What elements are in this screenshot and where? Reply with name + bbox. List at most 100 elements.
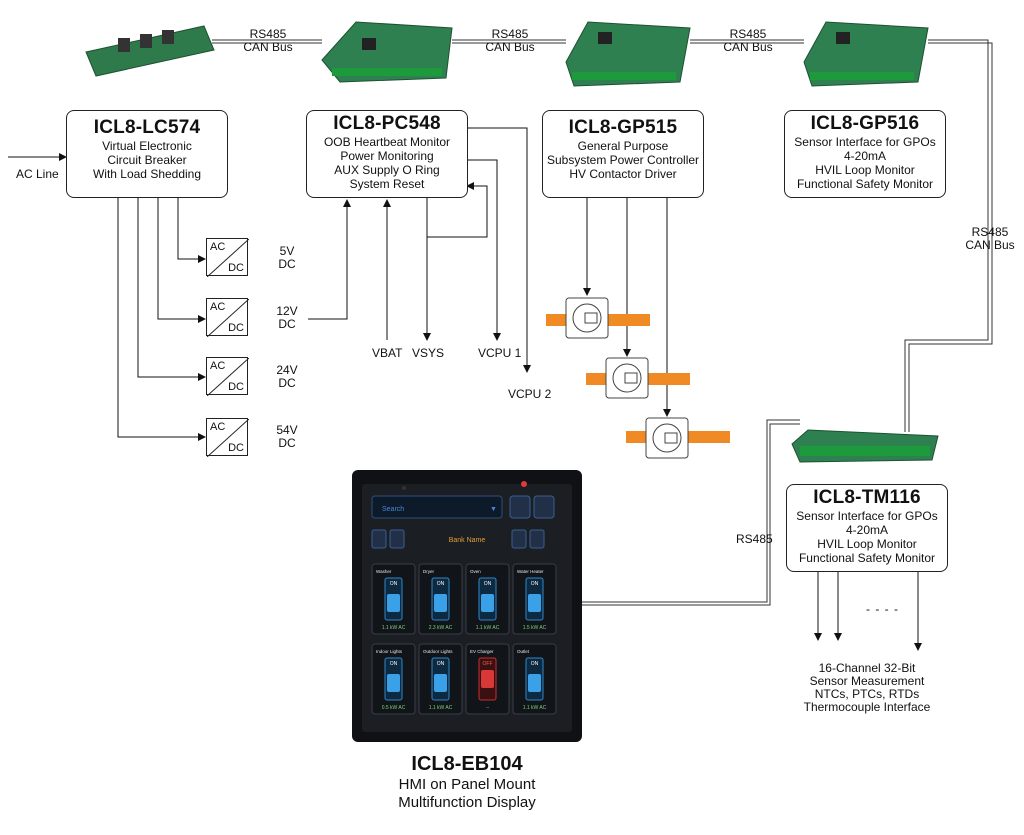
rail-vsys: VSYS: [412, 346, 445, 360]
nav-prev-icon: [389, 529, 405, 549]
output-5v: 5V DC: [272, 245, 302, 271]
module-title: ICL8-GP516: [810, 113, 920, 134]
contactor-2: [586, 357, 690, 399]
module-gp516: ICL8-GP516 Sensor Interface for GPOs 4-2…: [784, 110, 946, 198]
converter-dc-label: DC: [228, 322, 244, 334]
hmi-tile-name: Dryer: [423, 569, 435, 574]
hmi-search-bar: [371, 495, 503, 519]
module-title: ICL8-LC574: [93, 117, 201, 138]
ac-dc-converter-54v: AC DC: [206, 418, 249, 457]
hmi-tile-power: 2.3 kW AC: [429, 625, 453, 631]
hmi-tile-state: OFF: [483, 661, 493, 667]
hmi-tile-name: Outlet: [517, 649, 530, 654]
pcb-board-pc548: [321, 21, 453, 83]
ac-dc-converter-24v: AC DC: [206, 357, 249, 396]
converter-ac-label: AC: [210, 241, 226, 253]
pcb-board-gp516: [803, 21, 929, 87]
module-line: Power Monitoring: [340, 149, 434, 163]
output-12v: 12V DC: [272, 305, 302, 331]
lc-to-24v: [137, 197, 206, 381]
rs485-hmi-label: RS485: [736, 532, 773, 546]
output-unit: DC: [278, 376, 296, 390]
dropdown-arrow-icon: ▼: [490, 506, 497, 513]
module-lc574: ICL8-LC574 Virtual Electronic Circuit Br…: [66, 110, 228, 198]
module-line: 4-20mA: [843, 149, 887, 163]
hmi-tile-power: 0.5 kW AC: [382, 705, 406, 711]
nav-first-icon: [371, 529, 387, 549]
rail-vbat: VBAT: [372, 346, 403, 360]
module-line: System Reset: [349, 177, 425, 191]
module-line: OOB Heartbeat Monitor: [323, 135, 451, 149]
bus-label-4: RS485 CAN Bus: [962, 226, 1018, 252]
output-voltage: 54V: [276, 423, 298, 437]
vcpu1-arrow: [467, 159, 501, 341]
vcpu2-arrow: [467, 127, 531, 373]
output-54v: 54V DC: [272, 424, 302, 450]
bus-line-2: [452, 39, 566, 44]
pcb-board-tm116: [791, 429, 939, 463]
bus-label-can: CAN Bus: [723, 40, 773, 54]
module-gp515: ICL8-GP515 General Purpose Subsystem Pow…: [542, 110, 704, 198]
hmi-tile-name: EV Charger: [470, 649, 494, 654]
module-tm116: ICL8-TM116 Sensor Interface for GPOs 4-2…: [786, 484, 948, 572]
rs485-hmi-line: [582, 419, 800, 606]
menu-icon: [509, 495, 531, 519]
oring-feedback: [427, 182, 488, 238]
hmi-tile-power: 1.1 kW AC: [429, 705, 453, 711]
hmi-tile-state: ON: [437, 581, 445, 587]
module-line: Subsystem Power Controller: [546, 153, 700, 167]
more-channels-dashes: - - - -: [866, 602, 899, 616]
lc-to-54v: [117, 197, 206, 441]
bus-label-rs485: RS485: [249, 27, 287, 41]
hmi-tile-state: ON: [531, 661, 539, 667]
hmi-title: ICL8-EB104: [411, 753, 523, 775]
contactor-3: [626, 417, 730, 459]
bus-line-4: [904, 39, 993, 432]
bus-label-can: CAN Bus: [485, 40, 535, 54]
module-line: Virtual Electronic: [102, 139, 192, 153]
bus-line-3: [690, 39, 804, 44]
rail-vcpu2: VCPU 2: [508, 387, 552, 401]
module-line: AUX Supply O Ring: [334, 163, 440, 177]
bus-line-1: [212, 39, 322, 44]
hmi-tile-name: Indoor Lights: [376, 649, 403, 654]
converter-ac-label: AC: [210, 301, 226, 313]
hmi-tile-power: 1.5 kW AC: [523, 625, 547, 631]
output-voltage: 5V: [279, 244, 295, 258]
lc-to-5v: [177, 197, 206, 263]
hmi-tile-name: Outdoor Lights: [423, 649, 453, 654]
module-line: HVIL Loop Monitor: [815, 163, 915, 177]
camera-dot: [402, 486, 406, 490]
bus-label-rs485: RS485: [491, 27, 529, 41]
bus-label-rs485: RS485: [729, 27, 767, 41]
module-line: Sensor Interface for GPOs: [794, 135, 936, 149]
hmi-tile-power: --: [486, 705, 490, 711]
converter-dc-label: DC: [228, 442, 244, 454]
module-line: Functional Safety Monitor: [798, 551, 936, 565]
bus-label-can: CAN Bus: [965, 238, 1015, 252]
hmi-tile-state: ON: [531, 581, 539, 587]
module-line: Sensor Interface for GPOs: [796, 509, 938, 523]
12v-to-pc548: [308, 199, 351, 320]
converter-dc-label: DC: [228, 381, 244, 393]
hmi-subtitle-line: Multifunction Display: [398, 794, 536, 811]
output-unit: DC: [278, 257, 296, 271]
output-voltage: 12V: [276, 304, 298, 318]
module-line: Circuit Breaker: [107, 153, 187, 167]
module-line: HVIL Loop Monitor: [817, 537, 917, 551]
converter-ac-label: AC: [210, 421, 226, 433]
hmi-tile-name: Oven: [470, 569, 481, 574]
module-title: ICL8-GP515: [568, 117, 678, 138]
module-line: With Load Shedding: [92, 167, 202, 181]
module-pc548: ICL8-PC548 OOB Heartbeat Monitor Power M…: [306, 110, 468, 198]
